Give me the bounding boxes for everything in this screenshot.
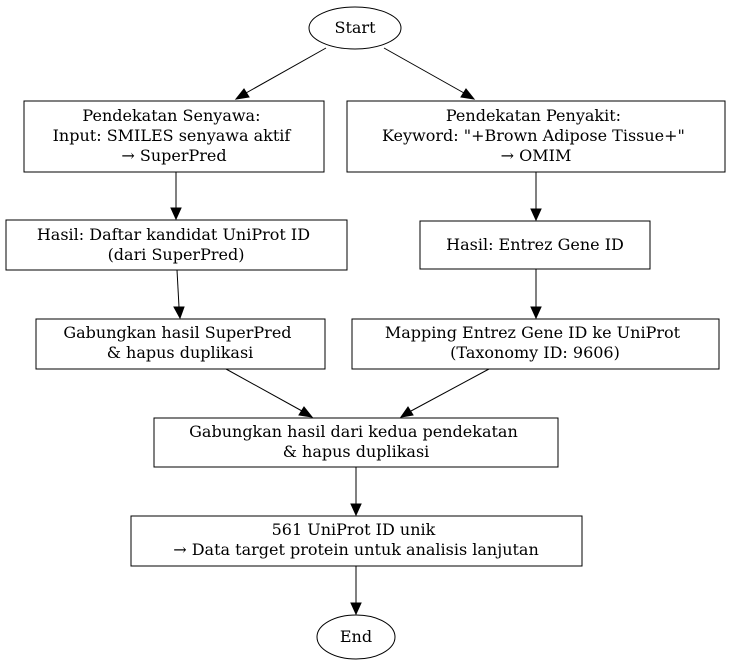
svg-text:561 UniProt ID unik → Da: 561 UniProt ID unik → Data target protei… bbox=[173, 520, 539, 559]
node-mapping-line-2: (Taxonomy ID: 9606) bbox=[450, 343, 620, 362]
node-gabung-kedua-line-1: Gabungkan hasil dari kedua pendekatan bbox=[189, 422, 518, 441]
node-penyakit-line-3: → OMIM bbox=[501, 146, 572, 165]
node-unik-line-1: 561 UniProt ID unik bbox=[272, 520, 436, 539]
node-senyawa-line-2: Input: SMILES senyawa aktif bbox=[53, 126, 292, 145]
node-start-line-1: Start bbox=[334, 18, 376, 37]
node-uniprot-unik: 561 UniProt ID unik → Data target protei… bbox=[130, 515, 583, 567]
edge-mapping-kedua bbox=[399, 368, 490, 418]
edge-penyakit-entrez bbox=[530, 172, 542, 222]
svg-text:Hasil: Entrez Gene ID: Hasil: Entrez Gene ID bbox=[446, 235, 624, 254]
node-gabung-superpred-line-2: & hapus duplikasi bbox=[107, 343, 254, 362]
node-mapping-line-1: Mapping Entrez Gene ID ke UniProt bbox=[385, 323, 681, 342]
node-hasil-entrez: Hasil: Entrez Gene ID bbox=[419, 220, 651, 270]
edge-entrez-mapping bbox=[530, 269, 542, 320]
node-unik-line-2: → Data target protein untuk analisis lan… bbox=[173, 540, 539, 559]
node-hasil-uniprot-line-1: Hasil: Daftar kandidat UniProt ID bbox=[37, 225, 310, 244]
node-pendekatan-senyawa: Pendekatan Senyawa: Input: SMILES senyaw… bbox=[23, 100, 325, 173]
edge-senyawa-hasil bbox=[170, 172, 182, 221]
edge-gabung-kedua bbox=[225, 368, 314, 418]
svg-text:Gabungkan hasil dari kedua pen: Gabungkan hasil dari kedua pendekatan & … bbox=[189, 422, 523, 461]
node-gabung-superpred: Gabungkan hasil SuperPred & hapus duplik… bbox=[35, 318, 326, 370]
edge-hasil-gabung bbox=[173, 269, 185, 320]
svg-text:Pendekatan Senyawa: Inpu: Pendekatan Senyawa: Input: SMILES senyaw… bbox=[53, 106, 296, 165]
node-mapping: Mapping Entrez Gene ID ke UniProt (Taxon… bbox=[351, 318, 720, 370]
node-pendekatan-penyakit: Pendekatan Penyakit: Keyword: "+Brown Ad… bbox=[346, 100, 726, 173]
node-penyakit-line-1: Pendekatan Penyakit: bbox=[446, 106, 621, 125]
svg-text:Mapping Entrez Gene ID ke UniP: Mapping Entrez Gene ID ke UniProt (Taxon… bbox=[385, 323, 685, 362]
node-senyawa-line-3: → SuperPred bbox=[121, 146, 226, 165]
svg-text:Start: Start bbox=[334, 18, 376, 37]
node-hasil-uniprot-line-2: (dari SuperPred) bbox=[108, 245, 245, 264]
node-penyakit-line-2: Keyword: "+Brown Adipose Tissue+" bbox=[382, 126, 685, 145]
node-hasil-entrez-line-1: Hasil: Entrez Gene ID bbox=[446, 235, 624, 254]
svg-text:End: End bbox=[340, 627, 372, 646]
svg-text:Hasil: Daftar kandidat UniProt: Hasil: Daftar kandidat UniProt ID (dari … bbox=[37, 225, 315, 264]
edge-start-penyakit bbox=[383, 47, 476, 100]
edge-unik-end bbox=[350, 566, 362, 616]
node-start: Start bbox=[308, 6, 402, 50]
node-senyawa-line-1: Pendekatan Senyawa: bbox=[82, 106, 260, 125]
edges bbox=[170, 47, 542, 616]
edge-start-senyawa bbox=[234, 47, 327, 100]
node-hasil-uniprot: Hasil: Daftar kandidat UniProt ID (dari … bbox=[5, 219, 348, 271]
svg-text:Pendekatan Penyakit: Key: Pendekatan Penyakit: Keyword: "+Brown Ad… bbox=[382, 106, 690, 165]
node-gabung-kedua: Gabungkan hasil dari kedua pendekatan & … bbox=[153, 417, 559, 468]
node-end-line-1: End bbox=[340, 627, 372, 646]
node-gabung-superpred-line-1: Gabungkan hasil SuperPred bbox=[63, 323, 291, 342]
node-end: End bbox=[316, 614, 396, 660]
node-gabung-kedua-line-2: & hapus duplikasi bbox=[283, 442, 430, 461]
svg-text:Gabungkan hasil SuperPred: Gabungkan hasil SuperPred & hapus duplik… bbox=[63, 323, 296, 362]
edge-kedua-unik bbox=[350, 467, 362, 517]
